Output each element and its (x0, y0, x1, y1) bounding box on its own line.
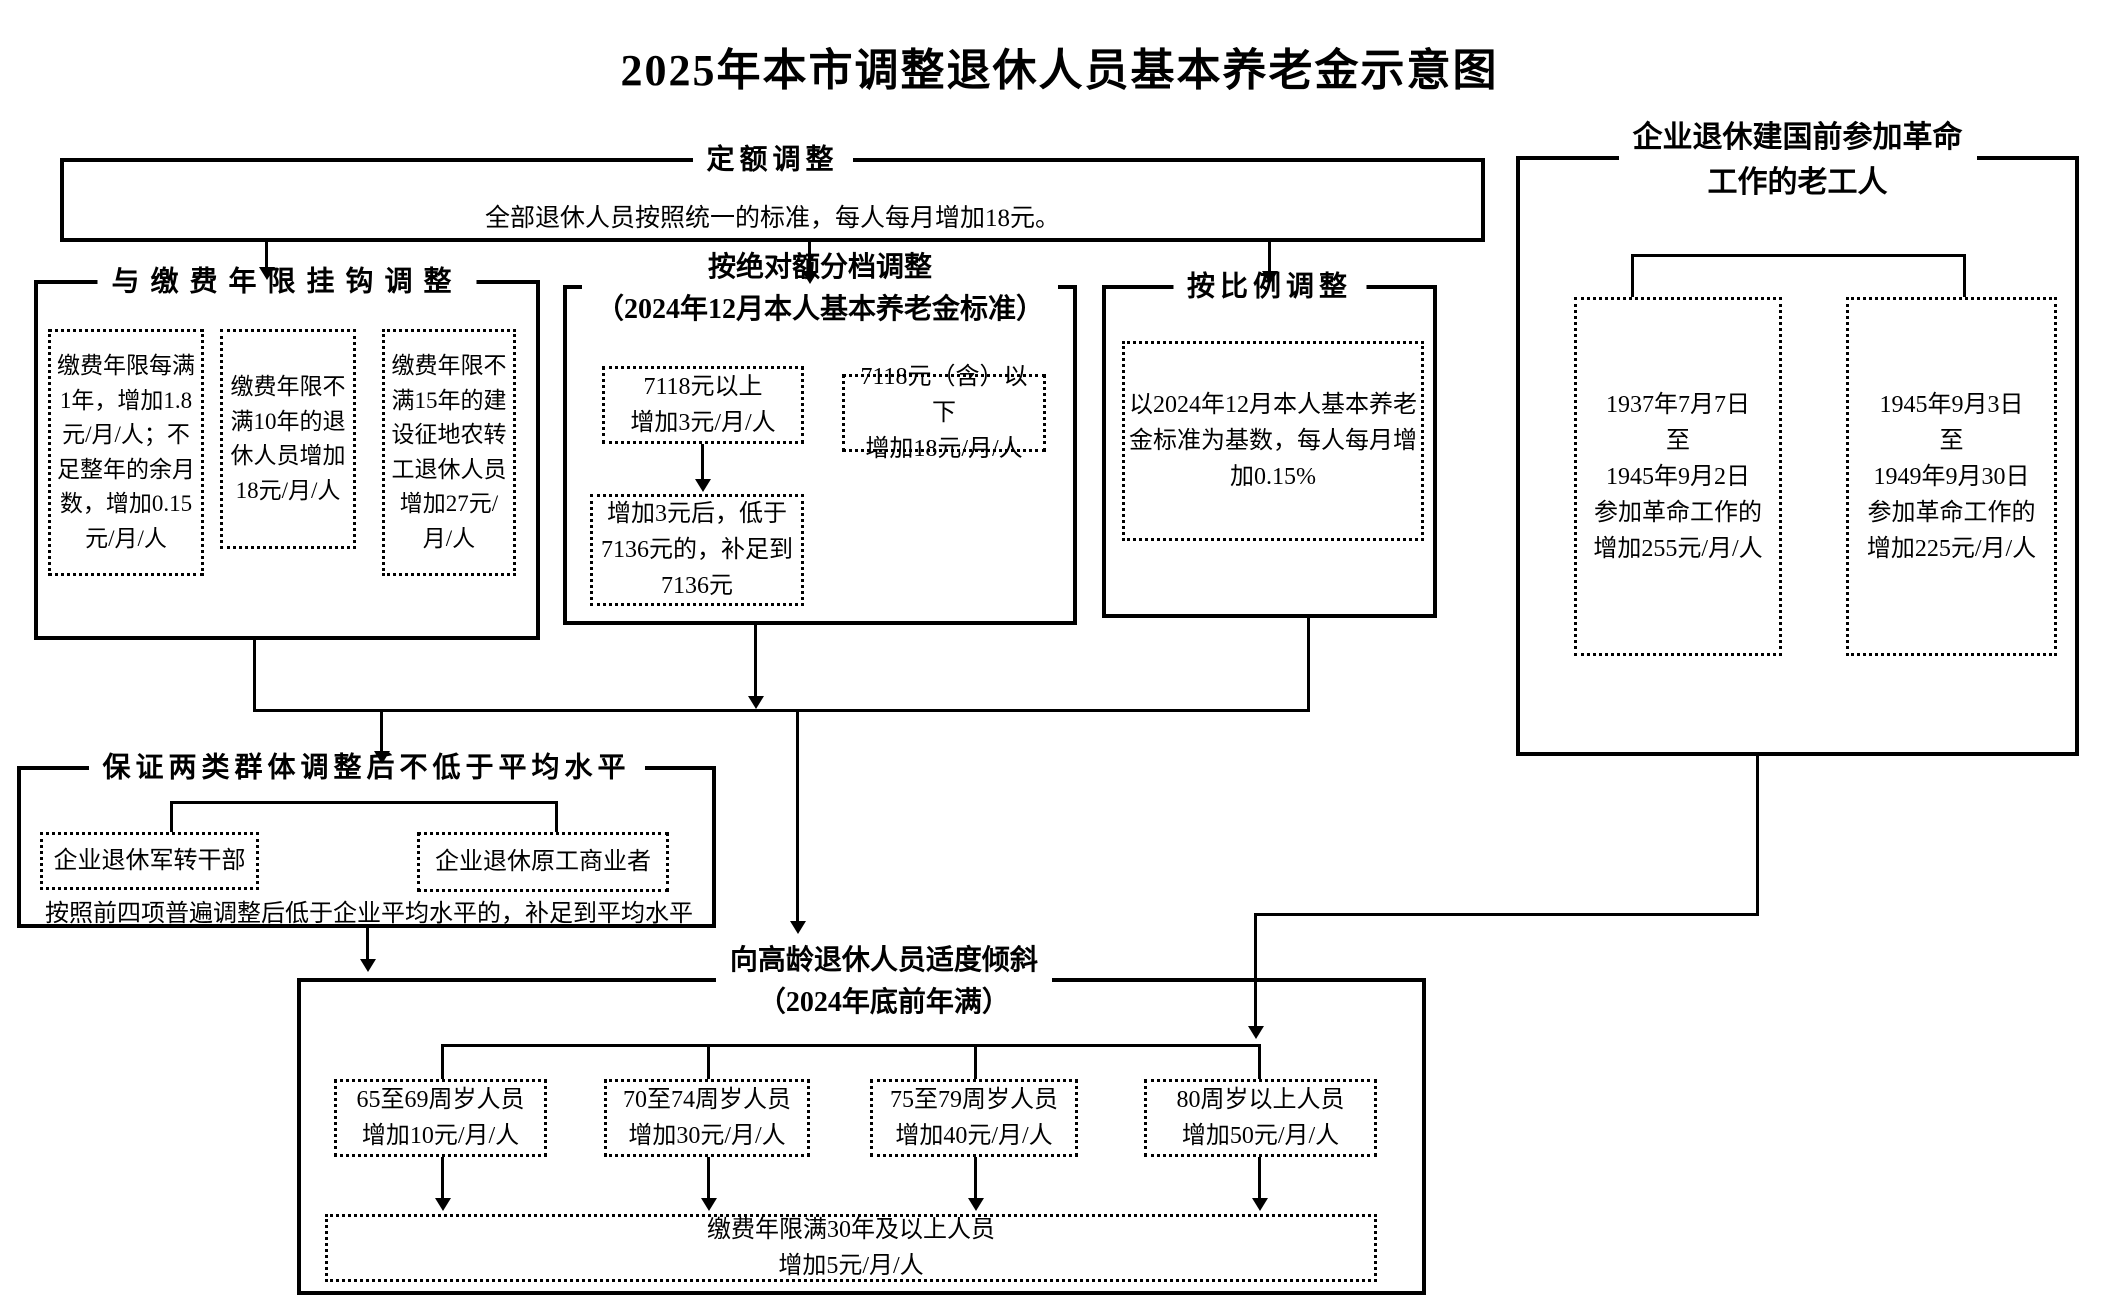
years-linked-box-under15: 缴费年限不满15年的建设征地农转工退休人员增加27元/月/人 (382, 329, 516, 576)
elderly-arrow-1 (441, 1157, 444, 1199)
connector-quota-to-proportional (1268, 242, 1271, 272)
connector-quota-to-years (265, 242, 268, 268)
tier-box-below-7118: 7118元（含）以下 增加18元/月/人 (842, 364, 1046, 462)
section-years-linked: 与缴费年限挂钩调整 缴费年限每满1年，增加1.8元/月/人；不足整年的余月数，增… (34, 265, 540, 640)
elderly-drop-4 (1258, 1044, 1261, 1079)
section-guarantee-title: 保证两类群体调整后不低于平均水平 (88, 751, 645, 786)
section-veterans: 企业退休建国前参加革命 工作的老工人 1937年7月7日 至 1945年9月2日… (1516, 113, 2079, 756)
elderly-box-75-79: 75至79周岁人员 增加40元/月/人 (870, 1079, 1078, 1157)
elderly-bus-bar (441, 1044, 1260, 1047)
guarantee-branch-left-leg (170, 801, 173, 832)
connector-veterans-to-elderly (1254, 913, 1257, 1027)
guarantee-note: 按照前四项普遍调整后低于企业平均水平的，补足到平均水平 (45, 901, 693, 927)
connector-veterans-elbow (1254, 913, 1759, 916)
page-title: 2025年本市调整退休人员基本养老金示意图 (620, 46, 1499, 95)
elderly-box-30years: 缴费年限满30年及以上人员 增加5元/月/人 (325, 1214, 1377, 1282)
years-linked-box-per-year: 缴费年限每满1年，增加1.8元/月/人；不足整年的余月数，增加0.15元/月/人 (48, 329, 204, 576)
elderly-box-70-74: 70至74周岁人员 增加30元/月/人 (604, 1079, 810, 1157)
absolute-tiers-title-line1: 按绝对额分档调整 (707, 252, 933, 283)
veterans-box-1945: 1945年9月3日 至 1949年9月30日 参加革命工作的 增加225元/月/… (1846, 297, 2057, 656)
elderly-drop-2 (707, 1044, 710, 1079)
section-elderly: 向高龄退休人员适度倾斜 （2024年底前年满） 65至69周岁人员 增加10元/… (297, 938, 1426, 1295)
elderly-arrow-4 (1258, 1157, 1261, 1199)
veterans-box-1937: 1937年7月7日 至 1945年9月2日 参加革命工作的 增加255元/月/人 (1574, 297, 1782, 656)
connector-bus-to-guarantee (380, 709, 383, 752)
elderly-title-line1: 向高龄退休人员适度倾斜 (729, 945, 1038, 976)
years-linked-box-under10: 缴费年限不满10年的退休人员增加18元/月/人 (220, 329, 356, 549)
guarantee-branch-right-leg (555, 801, 558, 832)
elderly-box-80plus: 80周岁以上人员 增加50元/月/人 (1144, 1079, 1377, 1157)
absolute-tiers-title-line2: （2024年12月本人基本养老金标准） (595, 294, 1045, 325)
proportional-box: 以2024年12月本人基本养老金标准为基数，每人每月增加0.15% (1122, 341, 1424, 541)
connector-proportional-to-bus (1307, 618, 1310, 711)
elderly-arrow-2 (707, 1157, 710, 1199)
connector-bus-to-elderly (796, 709, 799, 922)
tier-box-supplement-7136: 增加3元后，低于 7136元的，补足到 7136元 (590, 494, 804, 606)
connector-quota-to-tiers (808, 242, 811, 272)
elderly-box-65-69: 65至69周岁人员 增加10元/月/人 (334, 1079, 547, 1157)
connector-above-to-supplement (701, 444, 704, 480)
veterans-title-line1: 企业退休建国前参加革命 (1632, 121, 1963, 154)
section-absolute-tiers-title: 按绝对额分档调整 （2024年12月本人基本养老金标准） (581, 245, 1059, 333)
elderly-title-line2: （2024年底前年满） (757, 987, 1010, 1018)
connector-guarantee-to-elderly (366, 928, 369, 960)
guarantee-box-industrialists: 企业退休原工商业者 (417, 832, 669, 892)
connector-years-to-bus (253, 640, 256, 711)
section-veterans-title: 企业退休建国前参加革命 工作的老工人 (1618, 113, 1977, 207)
connector-veterans-drop (1756, 756, 1759, 916)
veterans-branch-left-leg (1631, 254, 1634, 297)
tier-box-above-7118: 7118元以上 增加3元/月/人 (602, 366, 804, 444)
guarantee-box-military: 企业退休军转干部 (40, 832, 259, 890)
guarantee-branch-bar (170, 801, 558, 804)
section-elderly-title: 向高龄退休人员适度倾斜 （2024年底前年满） (715, 938, 1052, 1026)
veterans-branch-right-leg (1963, 254, 1966, 297)
section-guarantee: 保证两类群体调整后不低于平均水平 企业退休军转干部 企业退休原工商业者 按照前四… (17, 751, 716, 928)
elderly-drop-3 (974, 1044, 977, 1079)
elderly-arrow-3 (974, 1157, 977, 1199)
section-fixed-quota: 定额调整 全部退休人员按照统一的标准，每人每月增加18元。 (60, 143, 1485, 242)
veterans-branch-bar (1631, 254, 1966, 257)
elderly-drop-1 (441, 1044, 444, 1079)
fixed-quota-content: 全部退休人员按照统一的标准，每人每月增加18元。 (484, 205, 1060, 232)
section-proportional: 按比例调整 以2024年12月本人基本养老金标准为基数，每人每月增加0.15% (1102, 270, 1437, 618)
junction-bus-bar (253, 709, 1310, 712)
section-fixed-quota-title: 定额调整 (692, 143, 853, 178)
connector-tiers-to-bus (754, 625, 757, 697)
section-absolute-tiers: 按绝对额分档调整 （2024年12月本人基本养老金标准） 7118元以上 增加3… (563, 245, 1077, 625)
veterans-title-line2: 工作的老工人 (1707, 166, 1888, 199)
section-years-linked-title: 与缴费年限挂钩调整 (97, 265, 477, 300)
